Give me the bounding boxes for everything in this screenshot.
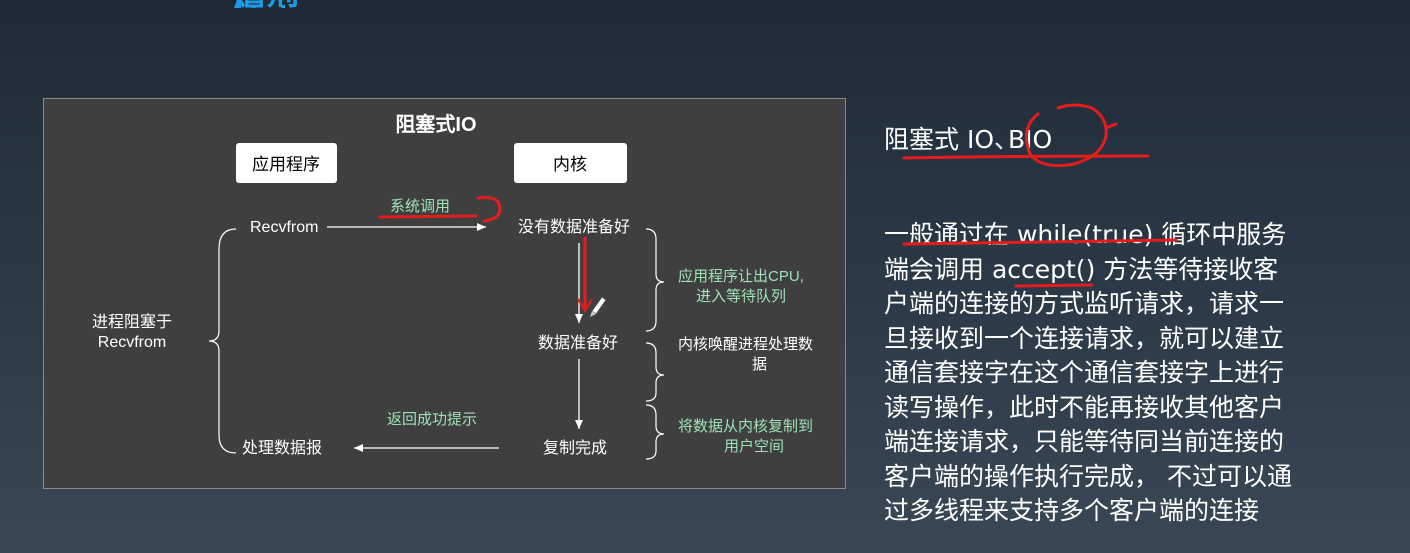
description-line: 旦接收到一个连接请求，就可以建立: [884, 323, 1285, 353]
description-line: 读写操作，此时不能再接收其他客户: [884, 392, 1285, 422]
left-brace: [208, 228, 237, 454]
kernel-box: [514, 143, 627, 183]
yield-cpu-line1: 应用程序让出CPU,: [678, 267, 804, 285]
description-line: 端会调用 accept() 方法等待接收客: [884, 254, 1279, 284]
annotation-underline-title: [902, 154, 1150, 160]
bio-title-abbr: BIO: [1008, 125, 1053, 154]
bio-title-separator: 、: [994, 125, 1020, 154]
annotation-arrow-head: [577, 298, 593, 313]
bio-description: 一般通过在 while(true) 循环中服务 端会调用 accept() 方法…: [884, 218, 1384, 529]
diagram-title: 阻塞式IO: [395, 112, 476, 136]
annotation-tick-bio: [1104, 122, 1118, 130]
description-line: 客户端的操作执行完成， 不过可以通: [884, 461, 1292, 491]
pen-cursor-icon: [590, 296, 607, 317]
kernel-box-label: 内核: [553, 155, 587, 174]
right-brace-yield: [645, 228, 665, 332]
annotation-hook-syscall: [476, 196, 502, 223]
description-line: 户端的连接的方式监听请求，请求一: [884, 289, 1285, 318]
bio-title-text: 阻塞式 IO: [884, 125, 994, 154]
yield-cpu-line2: 进入等待队列: [696, 287, 786, 305]
blocked-label-line1: 进程阻塞于: [92, 313, 172, 331]
description-line: 过多线程来支持多个客户端的连接: [884, 496, 1260, 525]
return-success-label: 返回成功提示: [387, 411, 477, 428]
kernel-wake-line2: 据: [752, 356, 767, 373]
data-ready-label: 数据准备好: [538, 334, 618, 352]
copy-to-user-line1: 将数据从内核复制到: [678, 417, 813, 435]
diagram-canvas: 阻塞式IO 应用程序 内核 Recvfrom 处理数据报 系统调用 返回成功提示…: [92, 112, 813, 460]
description-line: 通信套接字在这个通信套接字上进行: [884, 358, 1285, 387]
kernel-wake-line1: 内核唤醒进程处理数: [678, 336, 813, 353]
syscall-label: 系统调用: [390, 198, 450, 215]
description-line: 端连接请求，只能等待同当前连接的: [884, 427, 1285, 456]
copy-to-user-line2: 用户空间: [724, 438, 784, 455]
annotation-underline-syscall: [378, 214, 478, 219]
right-brace-wake: [645, 342, 665, 402]
slide-heading-fragment: 模型: [232, 0, 332, 8]
right-brace-copy: [645, 404, 665, 460]
app-box-label: 应用程序: [252, 155, 320, 174]
blocking-io-diagram: 阻塞式IO 应用程序 内核 Recvfrom 处理数据报 系统调用 返回成功提示…: [43, 98, 846, 489]
no-data-ready-label: 没有数据准备好: [518, 218, 630, 236]
bio-title: 阻塞式 IO、BIO: [884, 120, 1052, 156]
recvfrom-label: Recvfrom: [250, 219, 318, 236]
description-line: 一般通过在 while(true) 循环中服务: [884, 220, 1287, 249]
blocked-label-line2: Recvfrom: [98, 334, 166, 351]
handle-datagram-label: 处理数据报: [242, 439, 322, 457]
app-box: [236, 143, 337, 183]
copy-done-label: 复制完成: [543, 439, 607, 457]
